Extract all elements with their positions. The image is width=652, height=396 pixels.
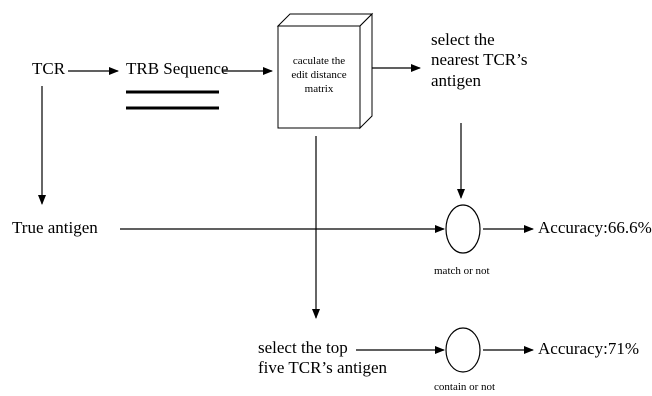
- cube-front-face: [277, 25, 361, 129]
- select-nearest-line-2: nearest TCR’s: [431, 50, 528, 70]
- cube-text-line-3: matrix: [304, 82, 334, 95]
- accuracy-2-label: Accuracy:71%: [538, 339, 640, 358]
- select-nearest-label: select the nearest TCR’s antigen: [431, 30, 527, 91]
- cube-text-line-1: caculate the: [292, 55, 346, 67]
- contain-or-not-label: contain or not: [434, 381, 496, 393]
- cube-side-face: [359, 12, 373, 130]
- cube-top-face: [276, 13, 374, 27]
- edit-distance-cube: [276, 12, 374, 130]
- accuracy-1-label: Accuracy:66.6%: [538, 218, 652, 237]
- select-nearest-line-3: antigen: [431, 70, 482, 90]
- cube-text: caculate the edit distance matrix: [278, 55, 360, 96]
- true-antigen-label: True antigen: [12, 218, 98, 237]
- match-circle: [445, 204, 481, 254]
- cube-text-line-2: edit distance: [291, 68, 347, 81]
- match-or-not-label: match or not: [434, 265, 490, 277]
- tcr-label: TCR: [32, 59, 66, 78]
- select-top5-label: select the top five TCR’s antigen: [258, 338, 387, 379]
- select-nearest-line-1: select the: [431, 30, 495, 49]
- select-top5-line-2: five TCR’s antigen: [258, 358, 388, 378]
- trb-sequence-label: TRB Sequence: [126, 59, 229, 78]
- contain-circle: [445, 327, 481, 373]
- select-top5-line-1: select the top: [258, 338, 348, 357]
